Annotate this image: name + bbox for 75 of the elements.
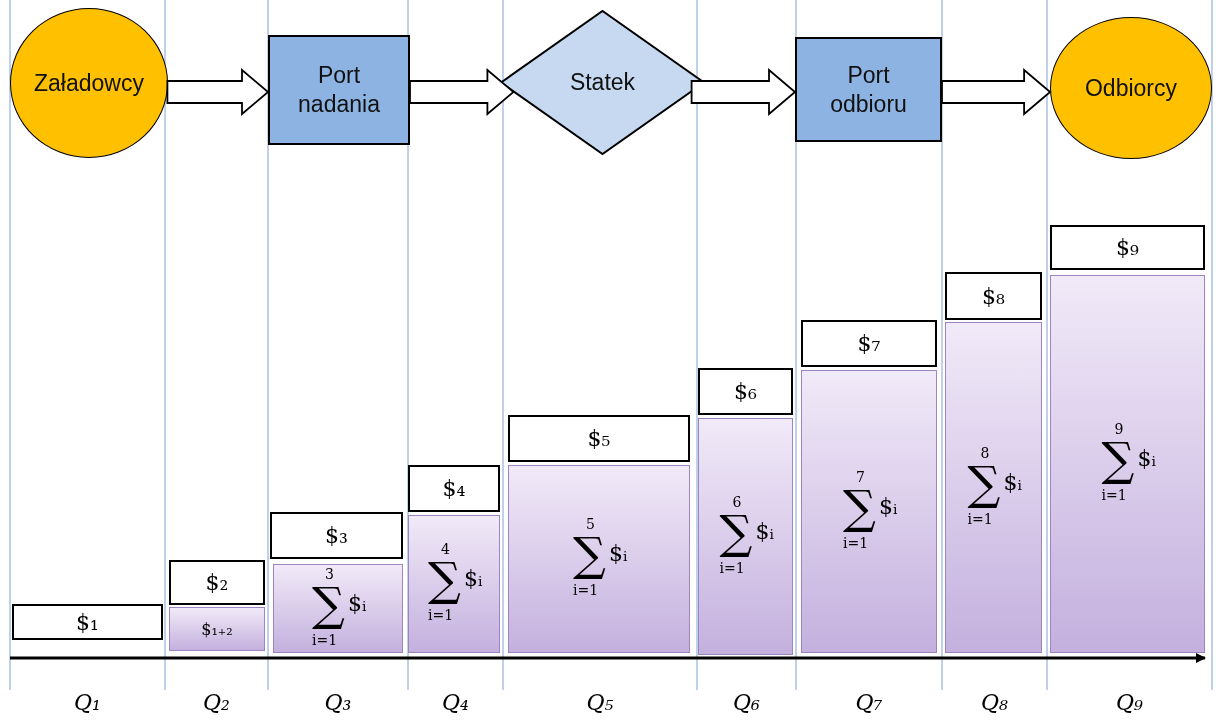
sum-upper-limit: 3 [325, 566, 334, 581]
sum-sign: ∑ [967, 459, 1001, 506]
sum-term: $ᵢ [1137, 448, 1156, 470]
sum-lower-limit: i=1 [967, 511, 993, 526]
sum-lower-limit: i=1 [573, 583, 599, 597]
sum-upper-limit: 4 [441, 542, 450, 556]
cost-label: $₇ [857, 331, 881, 356]
quantity-label: Q₉ [1116, 690, 1143, 715]
sum-lower-limit: i=1 [719, 560, 745, 575]
node-label: Port odbioru [829, 60, 908, 119]
sum-lower-limit: i=1 [312, 632, 338, 647]
node-label: Załadowcy [34, 68, 144, 98]
block-arrow [409, 68, 515, 116]
block-arrow [690, 68, 797, 116]
quantity-label: Q₁ [74, 690, 101, 715]
sum-term: $ᵢ [879, 495, 898, 518]
sum-lower-limit: i=1 [428, 608, 454, 622]
cost-box [508, 415, 690, 462]
sum-term: $ᵢ [348, 592, 367, 615]
sum-sign: ∑ [1101, 436, 1135, 482]
sum-sign: ∑ [843, 483, 876, 530]
cumulative-cost-bar [698, 418, 793, 655]
quantity-label: Q₅ [586, 690, 614, 715]
sum-upper-limit: 6 [732, 494, 742, 509]
cumulative-cost-bar [169, 607, 265, 651]
cost-label: $₉ [1116, 235, 1139, 260]
quantity-label: Q₃ [324, 690, 352, 715]
cost-box [1050, 225, 1205, 270]
cost-label: $₅ [587, 426, 611, 451]
sum-upper-limit: 9 [1114, 422, 1124, 436]
sum-lower-limit: i=1 [1101, 488, 1127, 502]
sum-term: $ᵢ [755, 520, 774, 543]
cumulative-cost-bar [1050, 275, 1205, 653]
sum-upper-limit: 8 [980, 445, 990, 460]
sum-lower-limit: i=1 [843, 535, 869, 550]
quantity-label: Q₆ [733, 690, 760, 715]
cumulative-cost-bar [273, 564, 403, 653]
node-label: Port nadania [297, 61, 381, 119]
cost-box [12, 604, 163, 640]
cumulative-cost-bar [508, 465, 690, 653]
cost-label: $₄ [442, 476, 466, 501]
cost-box [801, 320, 937, 367]
sum-sign: ∑ [428, 556, 461, 602]
cost-box [169, 560, 265, 605]
cumulative-cost-bar [408, 515, 500, 653]
process-box [268, 35, 410, 145]
process-box [795, 37, 942, 142]
cost-label: $₃ [325, 523, 348, 548]
cost-box [698, 368, 793, 415]
node-label: Statek [569, 68, 636, 97]
cost-label: $₈ [982, 283, 1005, 309]
quantity-label: Q₈ [981, 690, 1008, 715]
cost-box [408, 465, 500, 512]
sum-term: $ᵢ [609, 543, 628, 565]
sum-sign: ∑ [312, 580, 345, 627]
block-arrow [941, 68, 1052, 116]
quantity-label: Q₄ [442, 690, 469, 715]
sum-upper-limit: 5 [586, 517, 595, 531]
sum-sign: ∑ [719, 508, 753, 555]
cost-label: $₂ [205, 570, 229, 595]
sum-sign: ∑ [573, 531, 606, 577]
quantity-label: Q₇ [855, 690, 883, 715]
cumulative-cost-bar [801, 370, 937, 653]
cost-label: $₆ [734, 379, 757, 404]
quantity-label: Q₂ [203, 690, 230, 715]
cumulative-cost-bar [945, 322, 1042, 653]
cost-label: $₁ [76, 609, 99, 635]
sum-term: $ᵢ [1003, 471, 1022, 494]
cost-box [945, 272, 1042, 320]
block-arrow [166, 68, 270, 116]
cost-label: $₁₊₂ [201, 619, 233, 639]
sum-term: $ᵢ [464, 568, 483, 590]
sum-upper-limit: 7 [856, 469, 865, 484]
node-label: Odbiorcy [1084, 73, 1177, 103]
cost-box [270, 512, 403, 559]
